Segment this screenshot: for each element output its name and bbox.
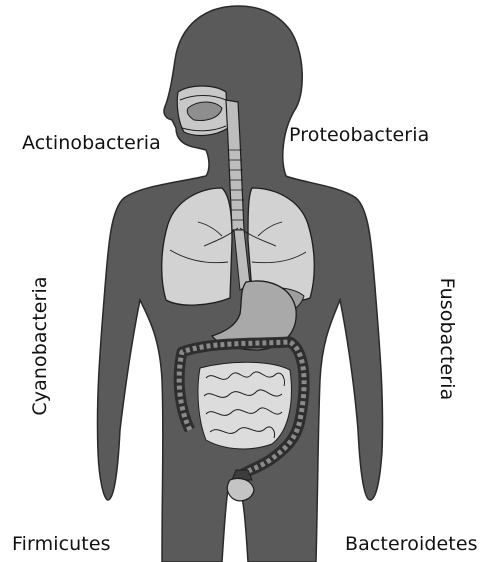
label-bacteroidetes: Bacteroidetes [345,533,478,555]
label-fusobacteria: Fusobacteria [436,278,458,401]
label-cyanobacteria: Cyanobacteria [29,276,51,415]
label-actinobacteria: Actinobacteria [22,132,161,154]
label-firmicutes: Firmicutes [12,533,111,555]
label-proteobacteria: Proteobacteria [289,124,429,146]
